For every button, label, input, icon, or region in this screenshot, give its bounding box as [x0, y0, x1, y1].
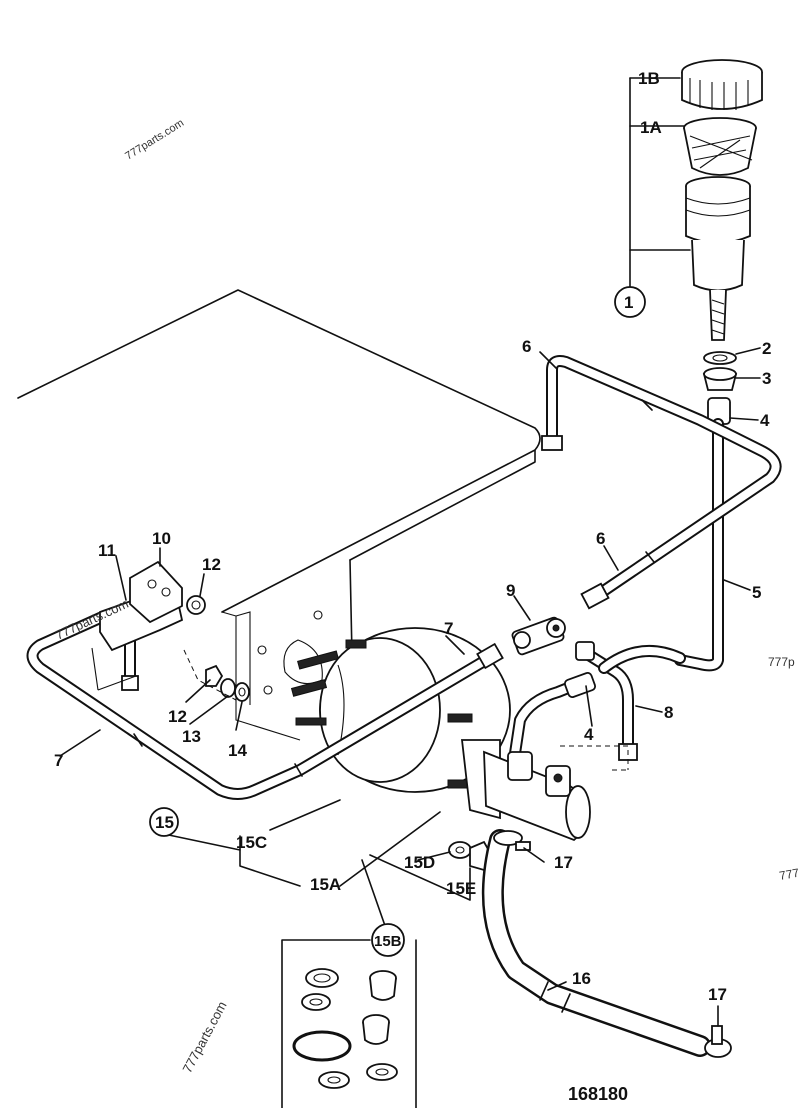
- callout-4-top: 4: [760, 411, 770, 430]
- reservoir-body: [685, 176, 751, 341]
- floor-panel: [17, 289, 541, 741]
- washer-13: [220, 678, 236, 698]
- callout-11: 11: [98, 541, 116, 560]
- callout-15d: 15D: [404, 853, 435, 872]
- callout-1a: 1A: [640, 118, 662, 137]
- callout-8: 8: [664, 703, 673, 722]
- watermark-top-left: 777parts.com: [123, 117, 186, 162]
- seal-kit-box-15b: [281, 939, 417, 1108]
- callout-14: 14: [228, 741, 247, 760]
- watermark-bottom-left: 777parts.com: [179, 999, 229, 1076]
- nut-3: [702, 367, 738, 391]
- callout-17-lower: 17: [708, 985, 727, 1004]
- hose-clip-17-lower: [704, 1025, 732, 1058]
- connection-dashed-line: [560, 745, 629, 771]
- callout-7-right: 7: [444, 619, 453, 638]
- fitting-4-lower: [508, 671, 597, 766]
- callout-circle-15b: [371, 923, 405, 957]
- callout-15e: 15E: [446, 879, 476, 898]
- switch-10: [129, 560, 183, 624]
- watermark-right-mid: 777p: [768, 655, 795, 669]
- hose-16: [481, 829, 711, 1057]
- callout-circle-1: [614, 286, 646, 318]
- callout-17-upper: 17: [554, 853, 573, 872]
- hose-join-5: [598, 644, 686, 674]
- nut-12-upper: [186, 595, 206, 615]
- callout-1b: 1B: [638, 69, 660, 88]
- callout-13: 13: [182, 727, 201, 746]
- washer-2: [703, 351, 737, 365]
- callout-9: 9: [506, 581, 515, 600]
- hose-clip-17-upper: [493, 830, 531, 851]
- reservoir-filter-strainer: [683, 117, 757, 176]
- callout-7-left: 7: [54, 751, 63, 770]
- callout-16: 16: [572, 969, 591, 988]
- callout-4-lower: 4: [584, 725, 594, 744]
- callout-3: 3: [762, 369, 771, 388]
- reservoir-cap: [681, 59, 763, 110]
- bracket-dashed-line: [183, 649, 237, 701]
- callout-6-upper: 6: [522, 337, 531, 356]
- union-6-lower: [580, 582, 610, 610]
- callout-6-lower: 6: [596, 529, 605, 548]
- tee-fitting-9: [511, 616, 566, 656]
- callout-15a: 15A: [310, 875, 341, 894]
- nut-12-lower: [205, 664, 224, 687]
- callout-15b: 15B: [374, 933, 402, 950]
- drawing-number: 168180: [568, 1084, 628, 1104]
- callout-10: 10: [152, 529, 171, 548]
- washer-15d: [448, 841, 472, 859]
- hose-5: [674, 418, 724, 672]
- callout-12-lower: 12: [168, 707, 187, 726]
- callout-2: 2: [762, 339, 771, 358]
- callout-15c: 15C: [236, 833, 267, 852]
- watermark-right-low: 777: [778, 866, 800, 883]
- callout-circle-15: [149, 807, 179, 837]
- callout-5: 5: [752, 583, 761, 602]
- callout-15: 15: [155, 813, 174, 832]
- callout-12-upper: 12: [202, 555, 221, 574]
- washer-14: [234, 682, 250, 702]
- master-cylinder: [460, 739, 591, 842]
- callout-1: 1: [624, 293, 633, 312]
- pipe-6-upper: [541, 355, 782, 596]
